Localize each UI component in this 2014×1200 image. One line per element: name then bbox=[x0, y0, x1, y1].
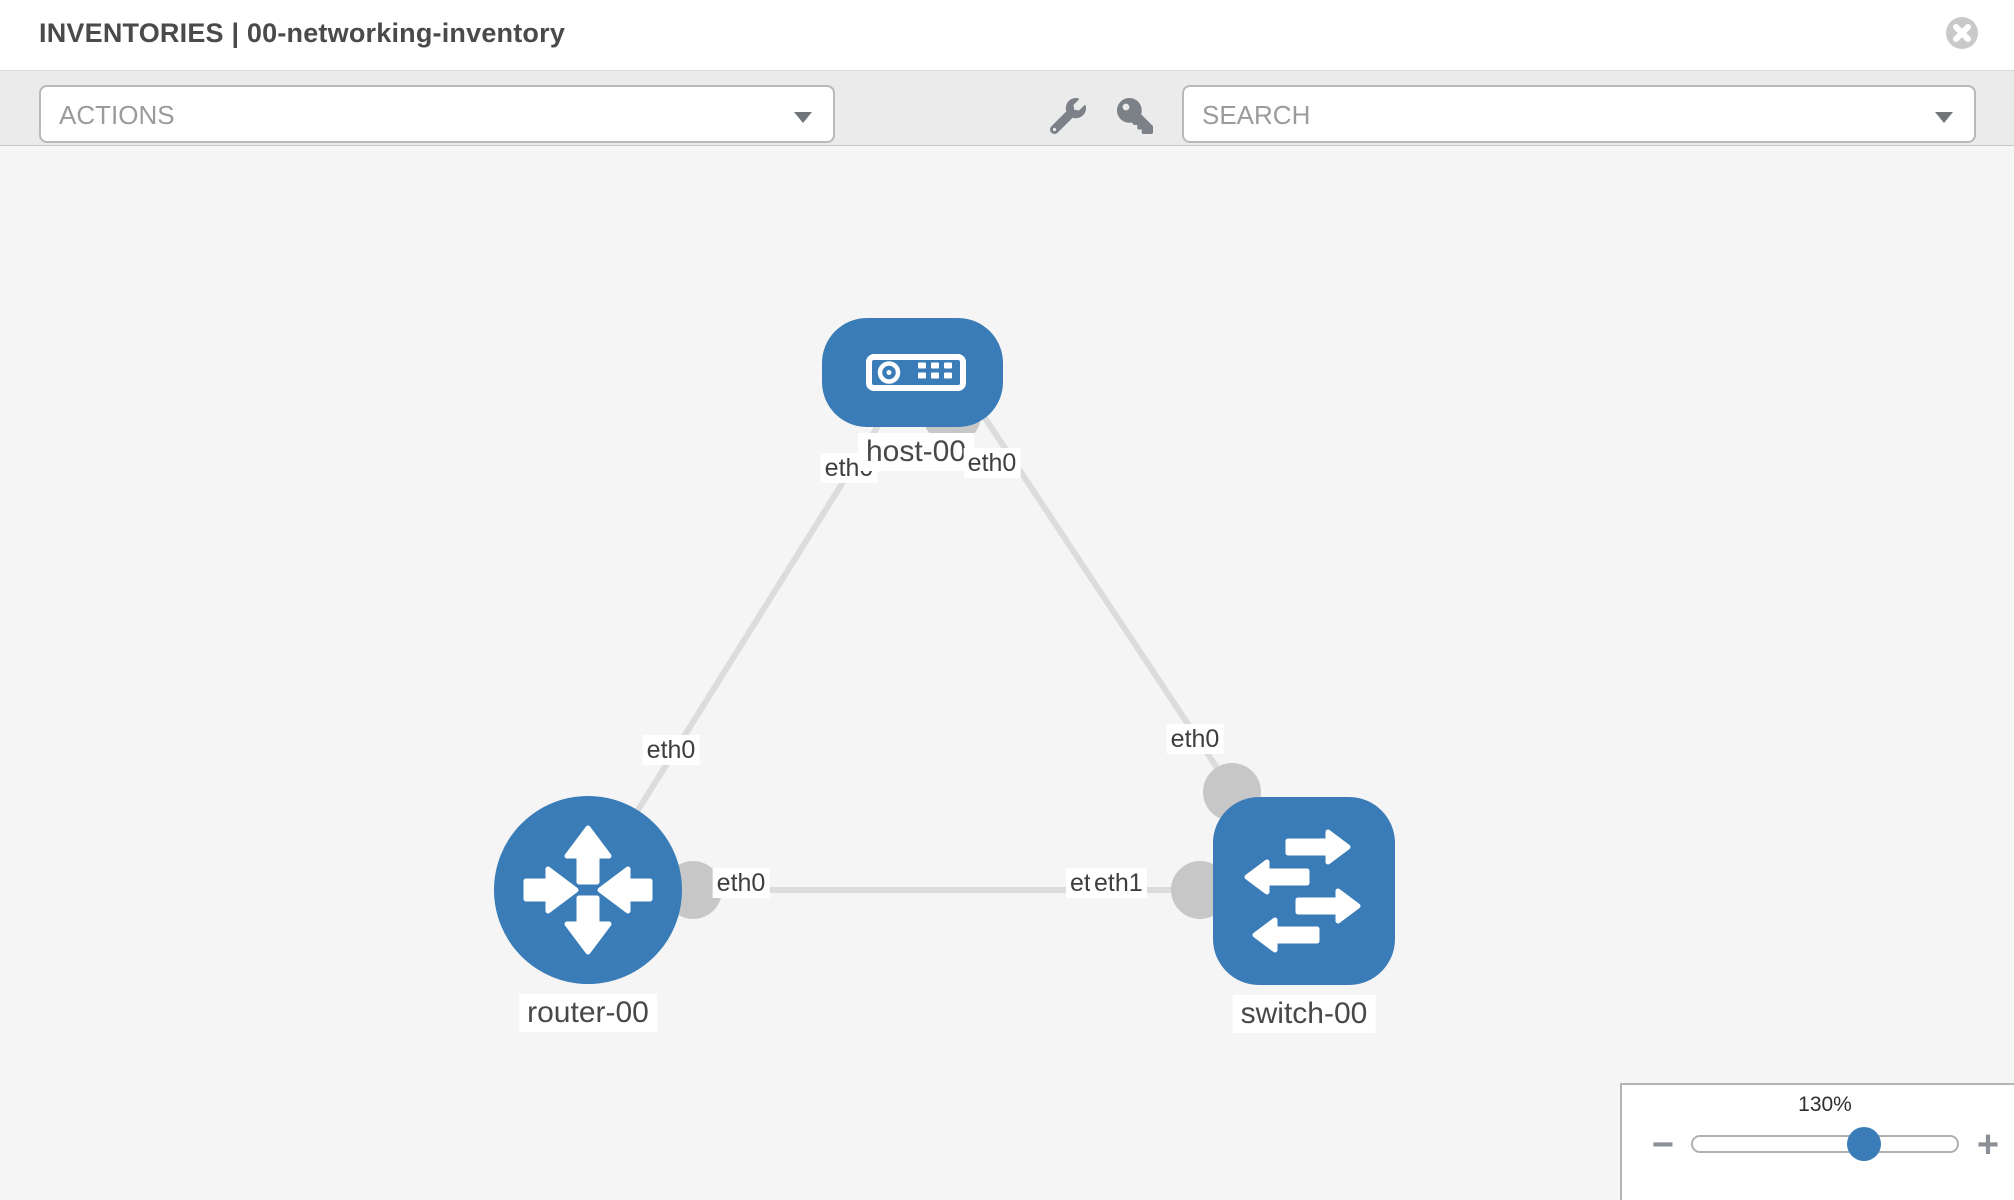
node-label-switch-00: switch-00 bbox=[1232, 995, 1376, 1033]
actions-dropdown[interactable]: ACTIONS bbox=[39, 85, 835, 143]
router-icon bbox=[523, 825, 653, 955]
interface-label: eth0 bbox=[642, 735, 700, 765]
zoom-slider-track[interactable] bbox=[1691, 1135, 1959, 1153]
interface-label: eth0 bbox=[963, 448, 1021, 478]
zoom-out-button[interactable]: − bbox=[1641, 1121, 1685, 1169]
zoom-in-button[interactable]: + bbox=[1966, 1121, 2010, 1169]
actions-dropdown-label: ACTIONS bbox=[59, 100, 175, 130]
toolbar: ACTIONS SEARCH bbox=[0, 70, 2014, 146]
interface-label: eth0 bbox=[1166, 724, 1224, 754]
search-input-placeholder: SEARCH bbox=[1202, 100, 1311, 130]
search-dropdown[interactable]: SEARCH bbox=[1182, 85, 1976, 143]
interface-label: eth1 bbox=[1090, 868, 1147, 898]
zoom-panel: 130% − + bbox=[1620, 1083, 2014, 1200]
key-icon bbox=[1117, 97, 1153, 134]
host-icon bbox=[866, 354, 966, 391]
interface-label: eth0 bbox=[712, 868, 770, 898]
wrench-button[interactable] bbox=[1048, 97, 1088, 137]
zoom-level-label: 130% bbox=[1798, 1093, 1852, 1116]
zoom-slider-thumb[interactable] bbox=[1847, 1127, 1881, 1161]
node-switch-00[interactable] bbox=[1213, 797, 1395, 985]
page-title: INVENTORIES | 00-networking-inventory bbox=[39, 18, 566, 48]
links-layer bbox=[585, 416, 1304, 893]
switch-icon bbox=[1244, 829, 1361, 953]
close-icon bbox=[1946, 17, 1978, 49]
key-button[interactable] bbox=[1115, 97, 1155, 137]
close-button[interactable] bbox=[1944, 15, 1980, 51]
node-label-router-00: router-00 bbox=[519, 994, 657, 1032]
header: INVENTORIES | 00-networking-inventory bbox=[0, 0, 2014, 70]
node-label-host-00: host-00 bbox=[857, 433, 975, 471]
chevron-down-icon bbox=[1934, 111, 1954, 129]
node-host-00[interactable] bbox=[822, 318, 1003, 427]
node-router-00[interactable] bbox=[494, 796, 682, 984]
topology-canvas[interactable]: eth0 host-00 eth0 eth0 eth0 eth0 eth0 et… bbox=[0, 146, 2014, 1200]
chevron-down-icon bbox=[793, 111, 813, 129]
wrench-icon bbox=[1049, 97, 1086, 134]
